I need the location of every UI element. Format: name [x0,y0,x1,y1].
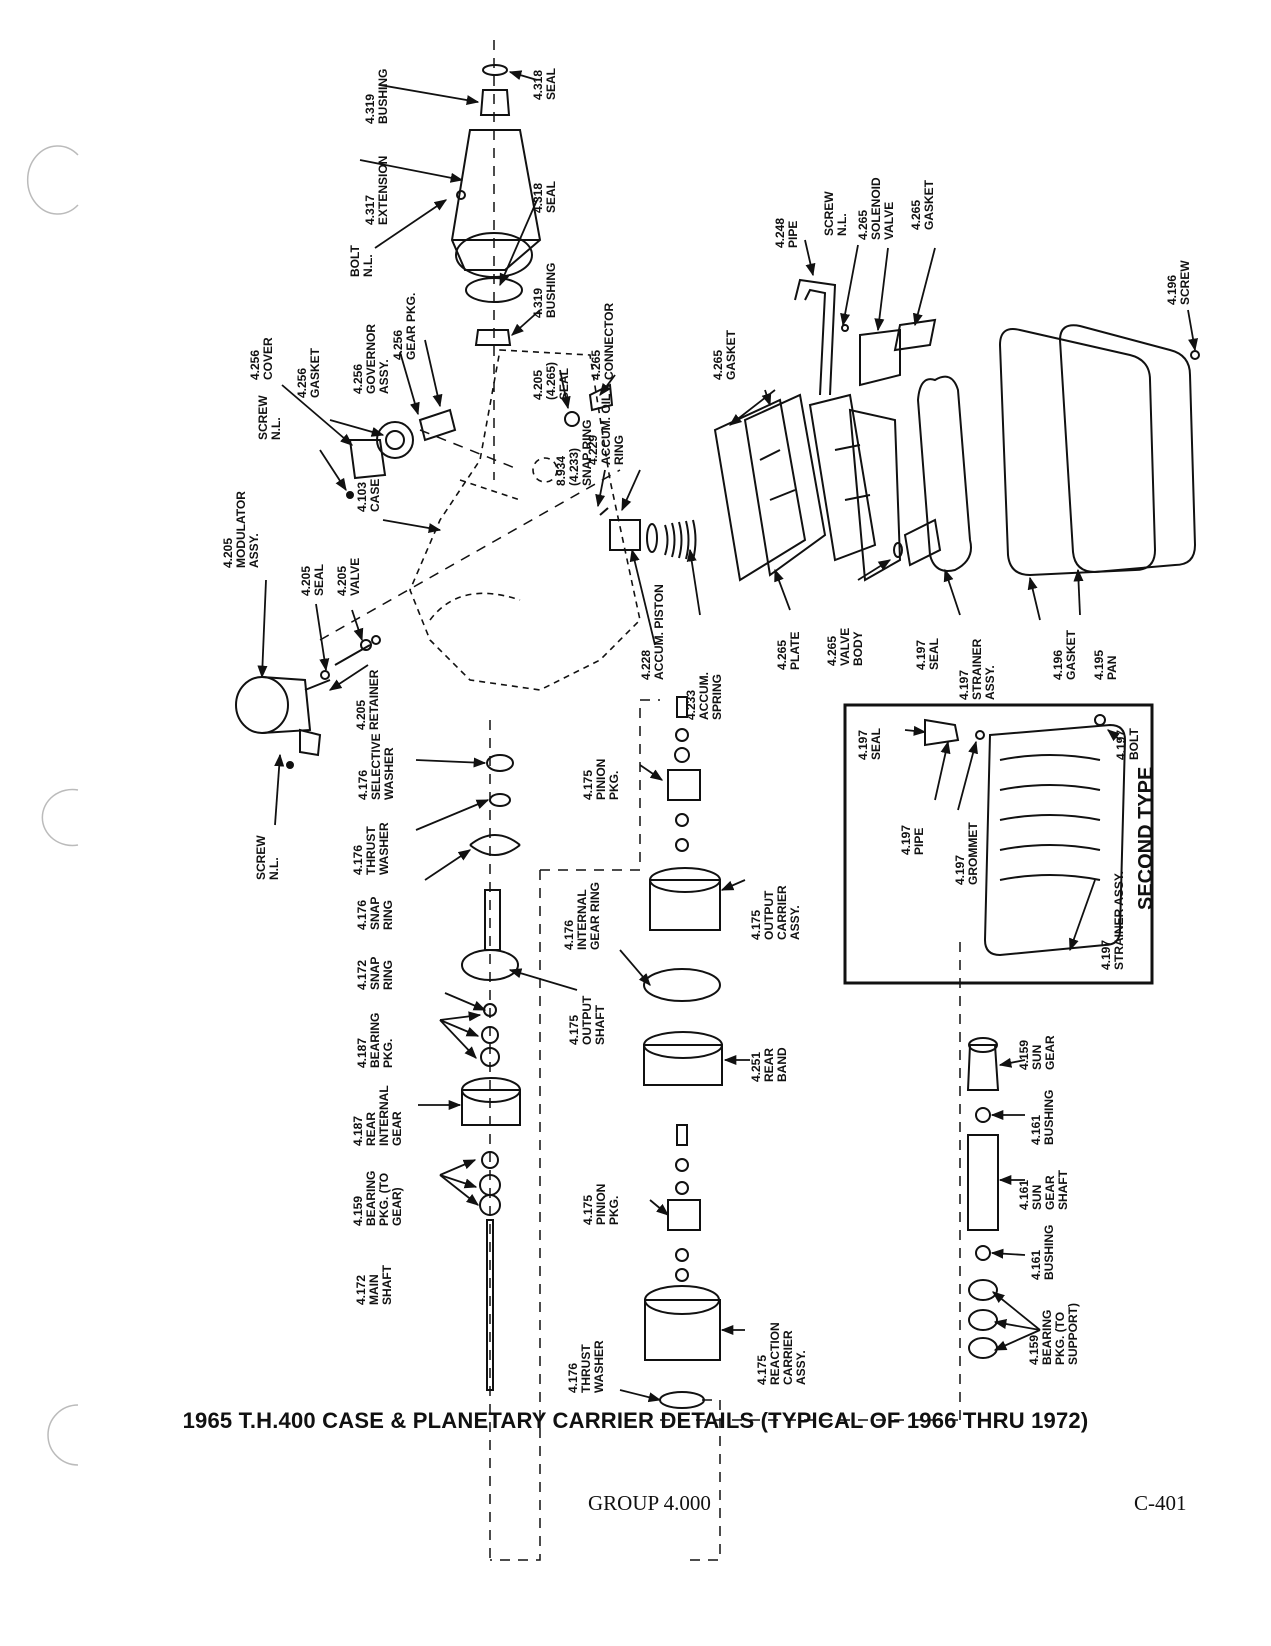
binder-holes [26,145,79,1466]
transmission-case [409,349,641,691]
group-label: GROUP 4.000 [588,1491,711,1515]
leader-arrows [257,70,1199,1403]
strainer-assy [893,375,972,572]
oil-pan [998,324,1200,577]
page-title: 1965 T.H.400 CASE & PLANETARY CARRIER DE… [182,1408,1089,1433]
label-4205-seal-a: 4.205(4.265)SEAL [531,361,571,400]
carrier-stack [643,696,723,1409]
second-type-inset [843,703,1154,985]
sun-gear-stack [966,1037,1000,1359]
label-8934-snap-ring: 8.934(4.233)SNAP RING [554,419,594,486]
planetary-stack [461,754,521,1391]
page-number: C-401 [1134,1491,1187,1515]
valve-body-plates [713,393,902,582]
center-lines [319,40,961,1561]
pipe-solenoid [794,278,937,396]
inset-title: SECOND TYPE [1135,766,1157,910]
extension-housing [450,64,542,346]
governor-parts [346,408,457,499]
